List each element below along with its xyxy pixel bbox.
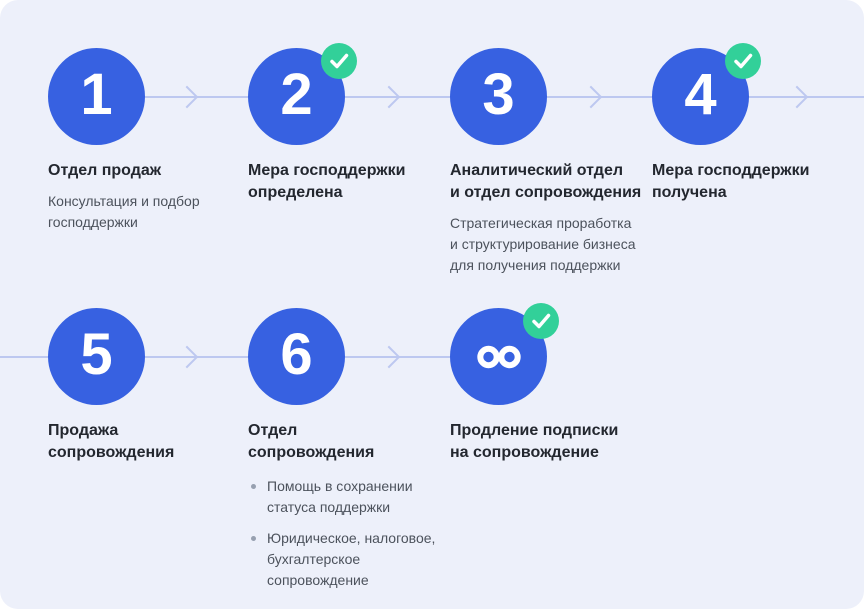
list-item: Юридическое, налоговое, бухгалтерское со…: [248, 528, 453, 591]
step-title: Продажа сопровождения: [48, 422, 175, 461]
step-5: 5 Продажа сопровождения: [48, 308, 253, 464]
bullet-text: Юридическое, налоговое, бухгалтерское со…: [267, 530, 436, 588]
step-number: 1: [80, 61, 113, 127]
completed-badge: [321, 43, 357, 79]
step-1-circle: 1: [48, 48, 145, 145]
step-number: 4: [684, 61, 717, 127]
step-3: 3 Аналитический отдел и отдел сопровожде…: [450, 48, 655, 276]
step-2: 2 Мера господдержки определена: [248, 43, 453, 204]
list-item: Помощь в сохранении статуса поддержки: [248, 476, 453, 518]
step-title: Отдел сопровождения: [248, 422, 375, 461]
step-subtitle: Стратегическая проработка и структуриров…: [450, 215, 636, 273]
step-2-circle: 2: [248, 48, 345, 145]
step-number: 6: [280, 321, 313, 387]
step-6: 6 Отдел сопровождения Помощь в сохранени…: [248, 308, 453, 601]
step-title: Отдел продаж: [48, 162, 162, 179]
step-bullet-list: Помощь в сохранении статуса поддержки Юр…: [248, 476, 453, 591]
step-title: Мера господдержки получена: [652, 162, 810, 201]
step-number: 2: [280, 61, 313, 127]
step-1: 1 Отдел продаж Консультация и подбор гос…: [48, 48, 253, 233]
step-3-circle: 3: [450, 48, 547, 145]
step-infinity: Продление подписки на сопровождение: [450, 303, 655, 464]
step-subtitle: Консультация и подбор господдержки: [48, 193, 200, 230]
bullet-dot: [251, 536, 256, 541]
step-number: 5: [80, 321, 113, 387]
bullet-dot: [251, 484, 256, 489]
bullet-text: Помощь в сохранении статуса поддержки: [267, 478, 413, 515]
step-5-circle: 5: [48, 308, 145, 405]
infinity-icon: [476, 345, 521, 368]
check-icon: [734, 53, 753, 69]
step-number: 3: [482, 61, 515, 127]
step-title: Аналитический отдел и отдел сопровождени…: [450, 162, 642, 201]
step-4: 4 Мера господдержки получена: [652, 43, 857, 204]
completed-badge: [523, 303, 559, 339]
completed-badge: [725, 43, 761, 79]
check-icon: [330, 53, 349, 69]
step-6-circle: 6: [248, 308, 345, 405]
step-title: Мера господдержки определена: [248, 162, 406, 201]
check-icon: [532, 313, 551, 329]
step-title: Продление подписки на сопровождение: [450, 422, 619, 461]
